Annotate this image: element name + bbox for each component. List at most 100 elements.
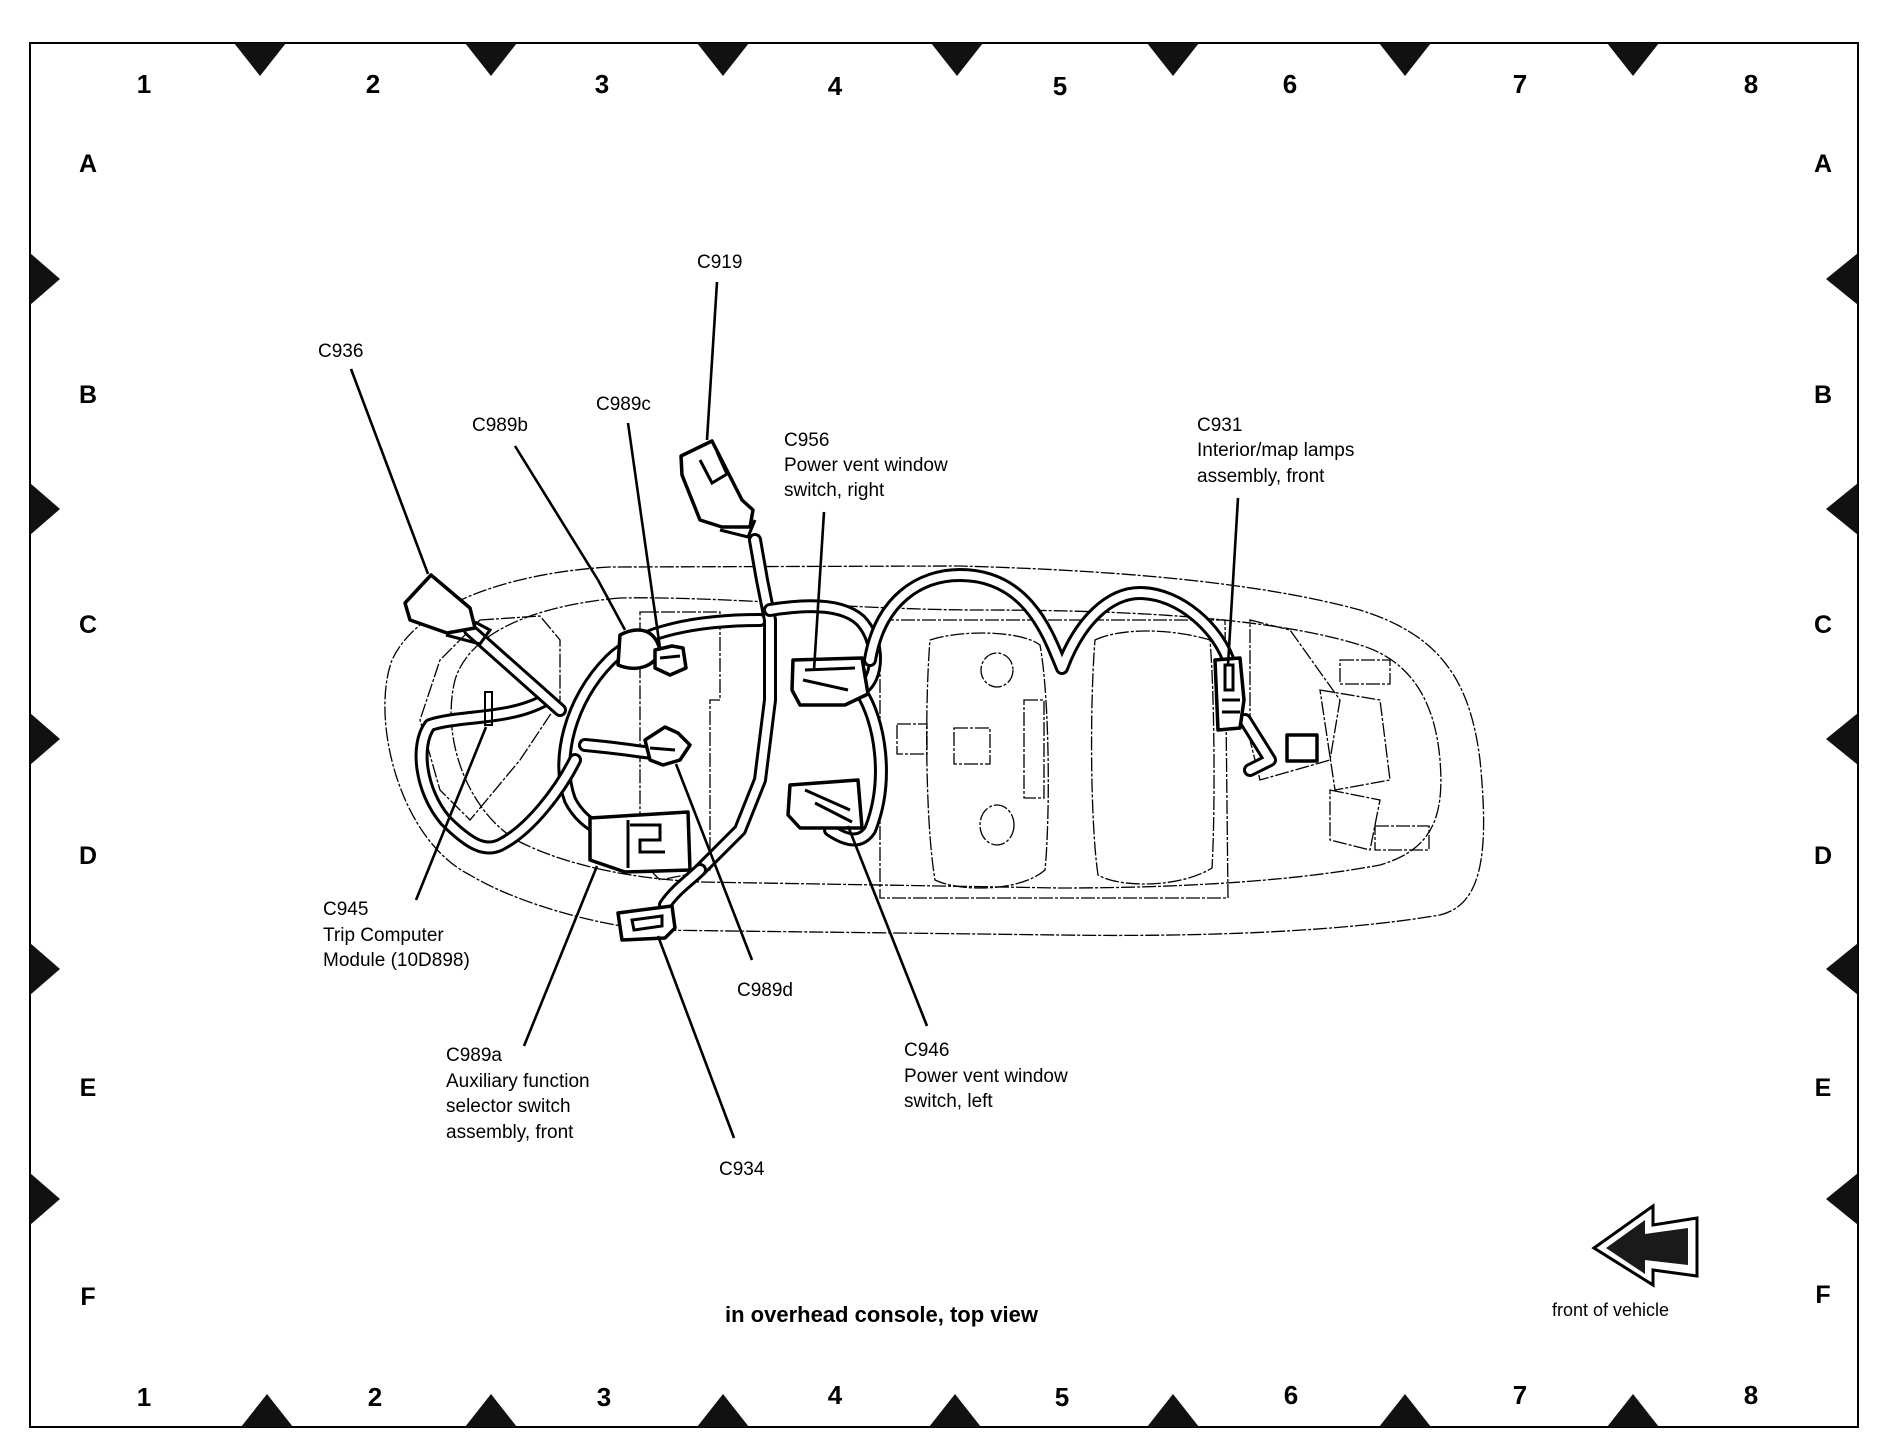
harness-wire-core — [696, 536, 774, 874]
col-label-bottom: 8 — [1744, 1380, 1758, 1410]
connector-C936[interactable] — [403, 573, 493, 646]
col-label-top: 8 — [1744, 69, 1758, 99]
grid-tick-triangle — [929, 1394, 981, 1427]
leader-C989a — [522, 865, 599, 1047]
grid-frame — [29, 42, 1859, 1428]
grid-tick-triangle — [1607, 43, 1659, 76]
col-label-top: 2 — [366, 69, 380, 99]
overhead-console-body — [384, 565, 1485, 937]
connector-C934[interactable] — [616, 904, 677, 942]
diagram-caption: in overhead console, top view — [725, 1302, 1039, 1327]
leader-C945 — [414, 726, 488, 901]
right-row-labels: A B C D E F — [1814, 150, 1832, 1309]
grid-tick-triangle — [1826, 1173, 1858, 1225]
map-lamp-bracket — [1374, 825, 1430, 851]
front-of-vehicle-indicator: front of vehicle — [1552, 1203, 1699, 1320]
leader-C919 — [705, 281, 719, 441]
row-label-left: B — [79, 381, 97, 409]
lamp-pocket-left — [926, 632, 1049, 889]
connector-C931[interactable] — [1213, 656, 1319, 763]
leader-C989b — [513, 445, 600, 581]
top-tick-marks — [234, 43, 1659, 76]
connector-C946[interactable] — [786, 778, 864, 830]
leader-C946 — [846, 825, 929, 1027]
leader-C989d — [674, 763, 754, 961]
left-tick-marks — [30, 253, 60, 1225]
col-label-bottom: 2 — [368, 1382, 382, 1412]
leader-C931 — [1226, 497, 1240, 666]
grid-tick-triangle — [1826, 483, 1858, 535]
grid-tick-triangle — [697, 43, 749, 76]
col-label-top: 4 — [828, 71, 843, 101]
label-C919: C919 — [697, 252, 742, 273]
lamp-hole — [980, 652, 1014, 688]
top-column-labels: 1 2 3 4 5 6 7 8 — [137, 69, 1758, 101]
bottom-column-labels: 1 2 3 4 5 6 7 8 — [137, 1380, 1758, 1412]
label-C989a: C989a Auxiliary function selector switch… — [446, 1045, 595, 1143]
leader-C989b-tail — [596, 579, 627, 631]
grid-tick-triangle — [465, 43, 517, 76]
connector-C989c[interactable] — [653, 644, 688, 677]
label-C931: C931 Interior/map lamps assembly, front — [1197, 415, 1360, 487]
grid-tick-triangle — [1607, 1394, 1659, 1427]
label-C934: C934 — [719, 1159, 765, 1180]
grid-tick-triangle — [30, 483, 60, 535]
connector-C989d[interactable] — [643, 725, 692, 767]
leader-lines — [349, 281, 1240, 1139]
col-label-top: 5 — [1053, 71, 1067, 101]
connector-C989a[interactable] — [588, 810, 692, 874]
row-label-left: E — [80, 1074, 97, 1102]
left-arrow-icon — [1591, 1203, 1699, 1288]
row-label-right: C — [1814, 611, 1832, 639]
col-label-bottom: 7 — [1513, 1380, 1527, 1410]
front-of-vehicle-label: front of vehicle — [1552, 1300, 1669, 1320]
row-label-right: D — [1814, 842, 1832, 870]
harness-wire-core — [826, 686, 885, 844]
row-label-right: A — [1814, 150, 1832, 178]
harness-wire-core — [417, 696, 579, 852]
label-C936: C936 — [318, 341, 363, 362]
col-label-bottom: 3 — [597, 1382, 611, 1412]
wiring-harness — [414, 533, 1277, 912]
col-label-top: 3 — [595, 69, 609, 99]
harness-wire-core — [766, 602, 879, 694]
trip-computer-module-outline — [419, 615, 561, 821]
console-outer-outline — [384, 565, 1485, 937]
connector-C956[interactable] — [790, 656, 870, 707]
label-C945: C945 Trip Computer Module (10D898) — [323, 899, 470, 971]
row-label-left: D — [79, 842, 97, 870]
lamp-clip — [953, 727, 991, 765]
right-tick-marks — [1826, 253, 1858, 1225]
grid-tick-triangle — [30, 253, 60, 305]
grid-tick-triangle — [1826, 253, 1858, 305]
label-C956: C956 Power vent window switch, right — [784, 430, 953, 501]
lamp-divider — [1023, 699, 1045, 799]
harness-wire-core — [866, 571, 1234, 672]
row-label-right: E — [1815, 1074, 1832, 1102]
row-label-left: F — [80, 1283, 95, 1311]
connector-C919[interactable] — [679, 439, 757, 539]
grid-tick-triangle — [465, 1394, 517, 1427]
grid-tick-triangle — [1826, 713, 1858, 765]
col-label-top: 6 — [1283, 69, 1297, 99]
row-label-left: C — [79, 611, 97, 639]
grid-tick-triangle — [30, 713, 60, 765]
map-lamp-detail — [1319, 689, 1391, 851]
harness-wire-core — [466, 626, 564, 714]
grid-tick-triangle — [30, 1173, 60, 1225]
col-label-bottom: 5 — [1055, 1382, 1069, 1412]
col-label-top: 7 — [1513, 69, 1527, 99]
label-C989b: C989b — [472, 415, 528, 436]
leader-C956 — [812, 511, 826, 671]
grid-tick-triangle — [241, 1394, 293, 1427]
col-label-top: 1 — [137, 69, 151, 99]
leader-C989c — [626, 422, 662, 649]
grid-tick-triangle — [1379, 1394, 1431, 1427]
map-lamp-bracket — [1339, 659, 1391, 685]
harness-wire-core — [661, 866, 704, 909]
bottom-tick-marks — [241, 1394, 1659, 1427]
lamp-hole — [979, 804, 1015, 846]
connector-C945[interactable] — [484, 691, 493, 726]
row-label-right: B — [1814, 381, 1832, 409]
